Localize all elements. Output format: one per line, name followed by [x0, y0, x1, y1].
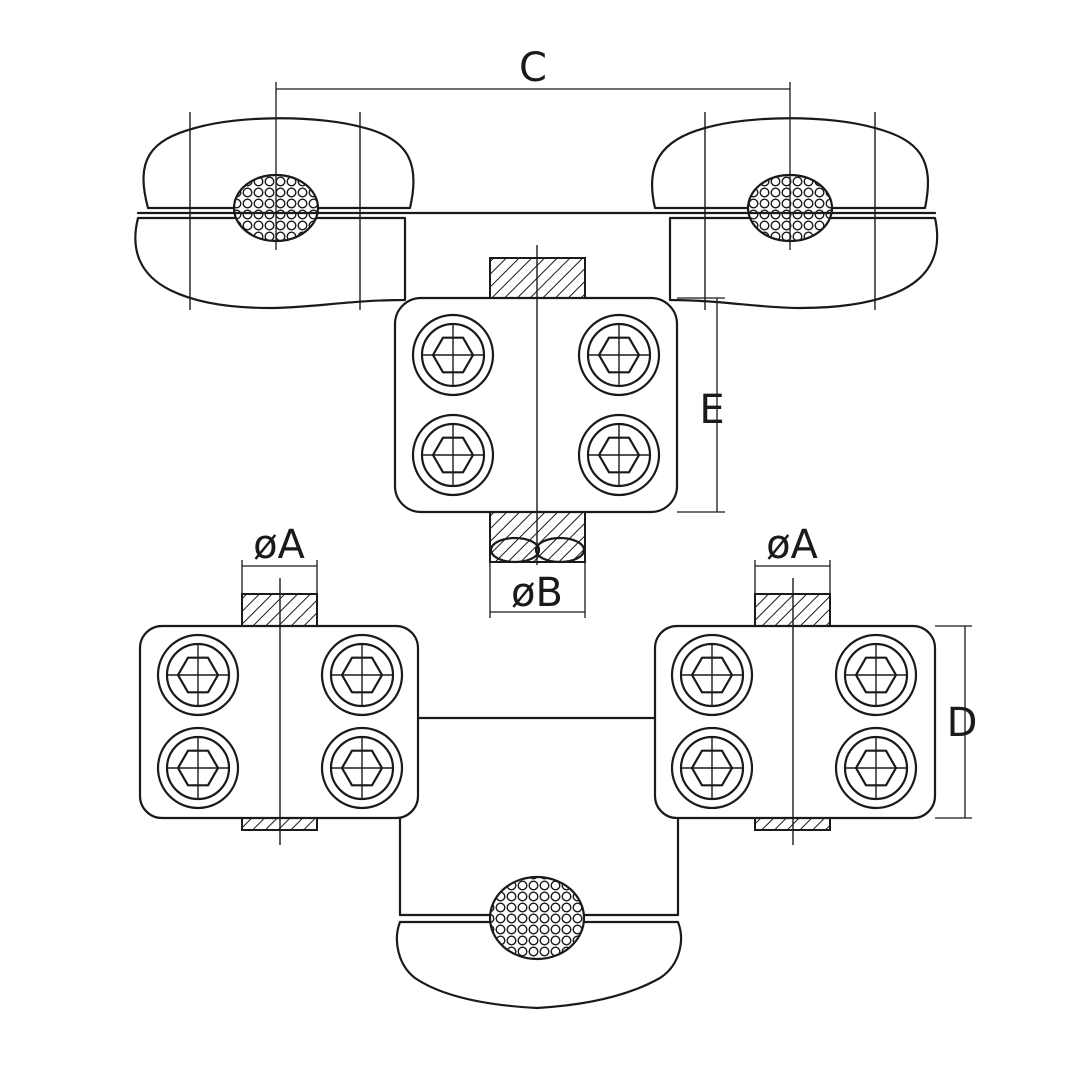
bottom-right-clamp-block: [653, 624, 937, 820]
dimension-a-left-label: øA: [253, 522, 305, 568]
bolt-icon: [670, 726, 754, 810]
bolt-icon: [577, 413, 661, 497]
bolt-icon: [320, 633, 404, 717]
bolt-icon: [411, 313, 495, 397]
bolt-icon: [156, 633, 240, 717]
dimension-c: C: [275, 45, 791, 250]
dimension-d: D: [935, 625, 978, 819]
bolt-icon: [834, 726, 918, 810]
bolt-icon: [670, 633, 754, 717]
dimension-e-label: E: [699, 387, 724, 433]
dimension-d-label: D: [947, 700, 978, 746]
bottom-view: [138, 578, 937, 1010]
bottom-left-clamp-block: [138, 624, 420, 820]
dimension-e: E: [677, 297, 725, 513]
bottom-conductor: [488, 875, 586, 961]
dimension-c-label: C: [519, 45, 547, 91]
dimension-b: øB: [489, 562, 586, 618]
bolt-icon: [834, 633, 918, 717]
dimension-a-right-label: øA: [766, 522, 818, 568]
dimension-a-left: øA: [241, 522, 318, 600]
dimension-a-right: øA: [754, 522, 831, 600]
top-left-clamp: [134, 112, 415, 310]
dimension-b-label: øB: [511, 570, 563, 616]
top-view: [134, 112, 939, 565]
center-clamp-block: [393, 296, 679, 514]
top-right-clamp: [650, 112, 939, 310]
bolt-icon: [320, 726, 404, 810]
bolt-icon: [156, 726, 240, 810]
bolt-icon: [411, 413, 495, 497]
bottom-keeper: [395, 920, 682, 1010]
bolt-icon: [577, 313, 661, 397]
